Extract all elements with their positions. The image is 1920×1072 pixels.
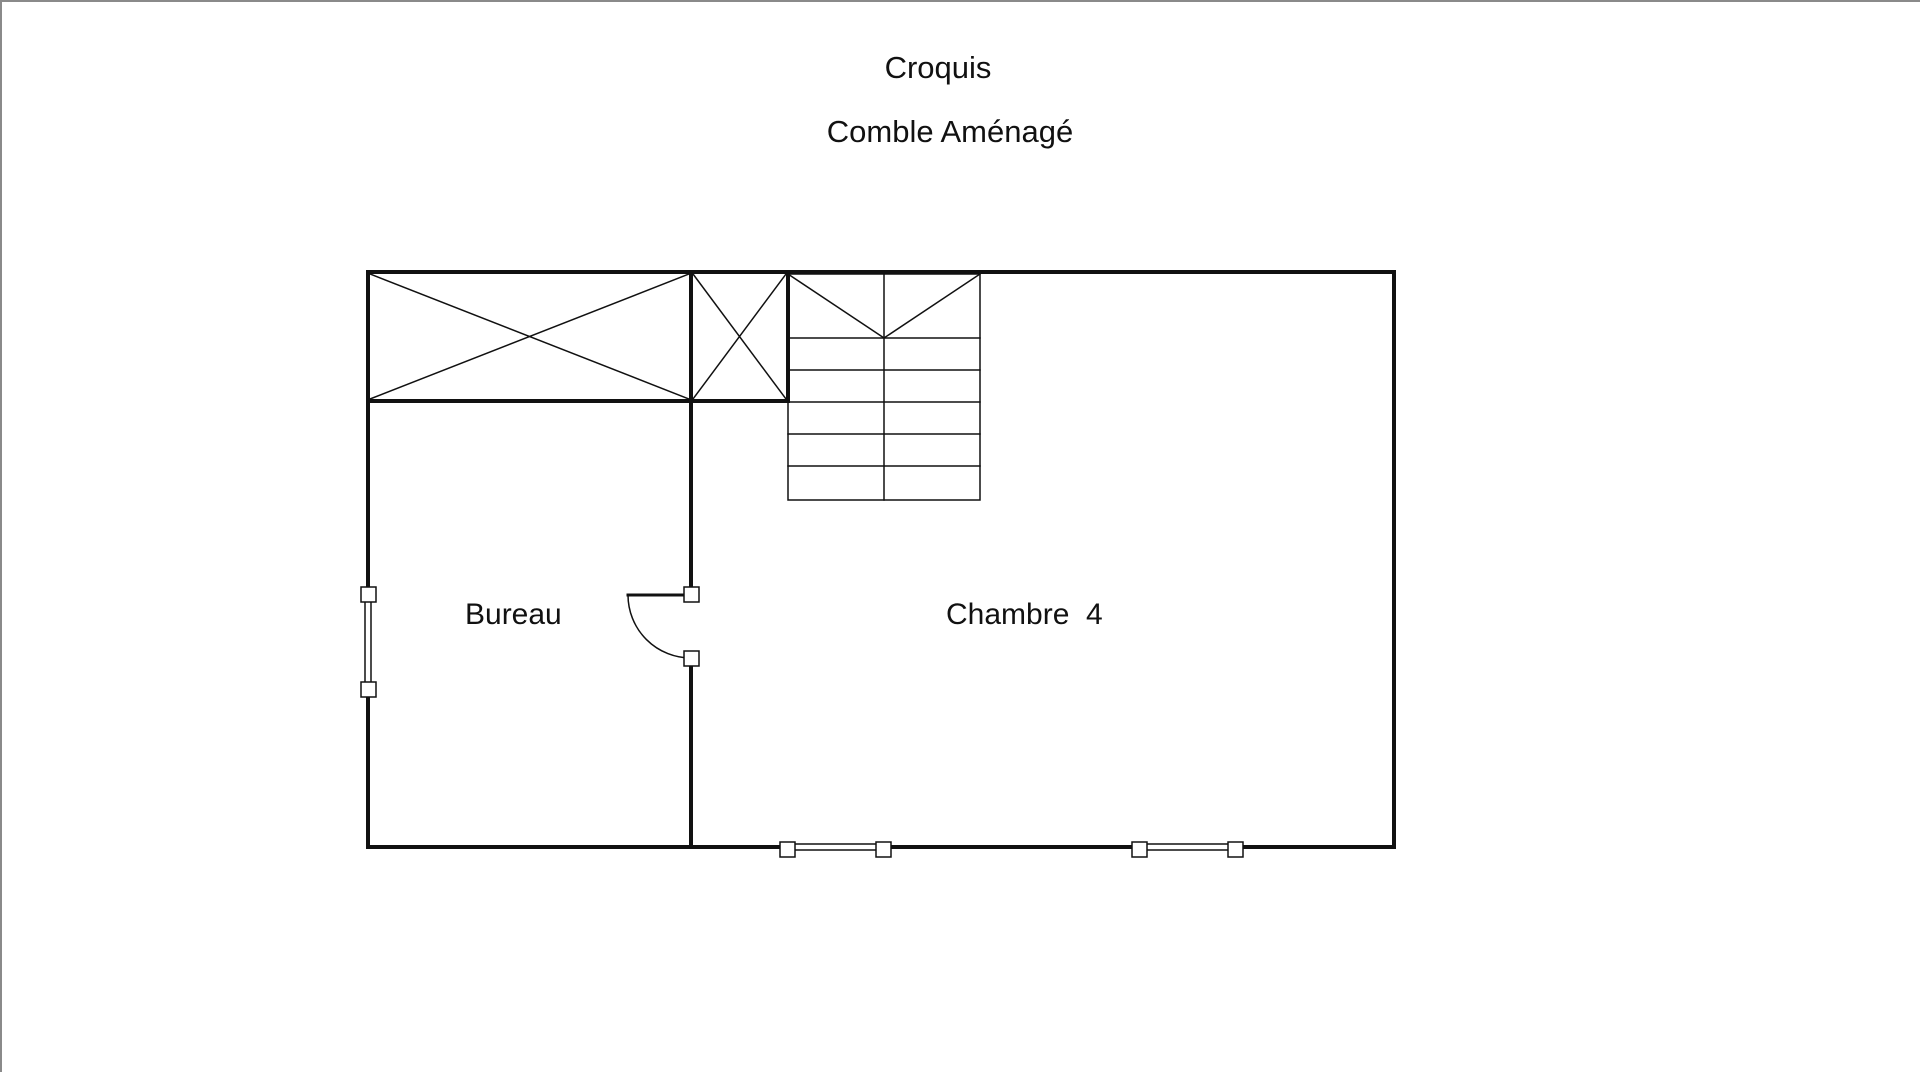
storage-block-left bbox=[366, 270, 790, 849]
window-chambre-right bbox=[1137, 843, 1239, 851]
outer-walls bbox=[366, 270, 1396, 849]
door-bureau bbox=[626, 592, 694, 661]
storage-block-middle bbox=[691, 272, 788, 401]
opening-markers bbox=[360, 586, 1244, 858]
window-chambre-left bbox=[785, 843, 887, 851]
floor-subtitle: Comble Aménagé bbox=[826, 114, 1074, 149]
sketch-title: Croquis bbox=[884, 50, 992, 85]
room-label-bureau: Bureau bbox=[465, 598, 562, 631]
room-label-chambre-4: Chambre 4 bbox=[946, 598, 1103, 631]
window-bureau bbox=[364, 592, 372, 693]
staircase bbox=[786, 272, 982, 501]
